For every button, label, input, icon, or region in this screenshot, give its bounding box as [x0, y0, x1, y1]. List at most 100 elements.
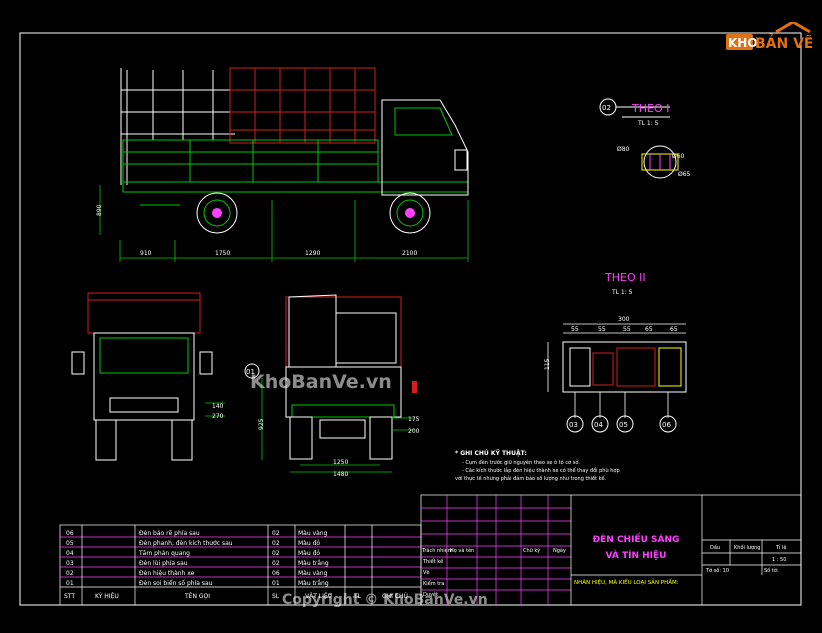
detail2-dim-300: 300	[618, 316, 630, 323]
row-stt: 04	[66, 550, 74, 557]
detail1-dim-65: Ø65	[678, 171, 691, 178]
header-scale: TL	[353, 593, 362, 600]
detail1-dim-80: Ø80	[617, 146, 630, 153]
rear-callout-01: 01	[246, 368, 255, 376]
scale-value: 1 : 50	[772, 557, 786, 563]
front-dim-140: 140	[212, 403, 224, 410]
parts-table	[59, 524, 422, 606]
row-stt: 05	[66, 540, 74, 547]
rear-dim-175: 175	[408, 416, 420, 423]
theo2-scale: TL 1: 5	[611, 289, 633, 296]
header-material: VẬT LIỆU	[305, 592, 332, 600]
mark-header: Dấu	[710, 544, 720, 551]
row-stt: 01	[66, 580, 74, 587]
row-qty: 02	[272, 560, 280, 567]
detail2-dim-65a: 65	[645, 326, 653, 333]
detail1-dim-60: Ø60	[672, 153, 685, 160]
row-stt: 06	[66, 530, 74, 537]
row-material: Màu đỏ	[298, 540, 320, 547]
row-qty: 02	[272, 530, 280, 537]
detail2-callout-04: 04	[594, 421, 603, 429]
parts-table-header: STT KÝ HIỆU TÊN GỌI SL VẬT LIỆU TL GHI C…	[64, 592, 408, 600]
row-qty: 01	[272, 580, 280, 587]
sheet-count: Số tờ:	[764, 567, 779, 574]
khobanve-logo: KHO BẢN VẼ	[726, 22, 812, 52]
notes-line-2: - Các kích thước lắp đèn hiệu thành xe c…	[462, 467, 620, 474]
detail2-callout-05: 05	[619, 421, 628, 429]
drawing-border	[19, 32, 802, 606]
detail2-dim-115: 115	[544, 358, 551, 370]
side-dim-890: 890	[96, 204, 103, 216]
side-dim-2100: 2100	[402, 250, 417, 257]
detail2-dim-55b: 55	[598, 326, 606, 333]
row-name: Đèn hiệu thành xe	[139, 570, 195, 577]
row-qty: 02	[272, 540, 280, 547]
detail2-callout-06: 06	[662, 421, 671, 429]
logo-banve-text: BẢN VẼ	[755, 33, 812, 52]
row-name: Đèn phanh, đèn kích thước sau	[139, 540, 233, 547]
sign-header: Chữ ký	[523, 547, 540, 554]
row-qty: 06	[272, 570, 280, 577]
truck-front-view	[71, 292, 225, 461]
row-material: Màu trắng	[298, 560, 329, 567]
detail2-dim-55a: 55	[571, 326, 579, 333]
row-name: Đèn lùi phía sau	[139, 560, 188, 567]
header-name: TÊN GỌI	[184, 592, 210, 600]
logo-kho-text: KHO	[728, 36, 758, 50]
row-material: Màu vàng	[298, 530, 328, 537]
truck-rear-view	[244, 294, 417, 473]
parts-rows: 06 Đèn báo rẽ phía sau 02 Màu vàng 05 Đè…	[66, 530, 329, 587]
header-qty: SL	[272, 593, 280, 600]
role-draw: Vẽ	[423, 570, 430, 576]
header-symbol: KÝ HIỆU	[95, 592, 119, 600]
detail-theo-1	[599, 98, 679, 179]
row-qty: 02	[272, 550, 280, 557]
title-line-2: VÀ TÍN HIỆU	[606, 549, 667, 561]
watermark-center: KhoBanVe.vn	[250, 371, 392, 393]
row-stt: 02	[66, 570, 74, 577]
side-dim-1750: 1750	[215, 250, 230, 257]
theo2-title: THEO II	[604, 271, 646, 284]
role-approve: Duyệt	[423, 591, 438, 598]
rear-dim-1480: 1480	[333, 471, 348, 478]
rear-dim-200: 200	[408, 428, 420, 435]
watermark-footer: Copyright © KhoBanVe.vn	[282, 592, 488, 608]
truck-side-view	[99, 67, 469, 262]
scale-header: Tỉ lệ	[775, 544, 787, 551]
theo1-title: THEO I	[631, 102, 669, 115]
role-header: Trách nhiệm	[421, 547, 453, 554]
notes-line-3: với thực tế nhưng phải đảm bảo số lượng …	[455, 475, 607, 482]
weight-header: Khối lượng	[734, 544, 760, 551]
theo1-number: 02	[602, 104, 611, 112]
row-material: Màu trắng	[298, 580, 329, 587]
role-check: Kiểm tra	[423, 580, 444, 587]
detail2-dim-65b: 65	[670, 326, 678, 333]
theo1-scale: TL 1: 5	[637, 120, 659, 127]
title-line-1: ĐÈN CHIẾU SÁNG	[593, 532, 680, 545]
role-design: Thiết kế	[422, 558, 444, 565]
notes-line-1: - Cụm đèn trước giữ nguyên theo xe ô tô …	[462, 459, 580, 466]
front-dim-270: 270	[212, 413, 224, 420]
row-name: Tấm phản quang	[138, 550, 190, 557]
side-dim-1290: 1290	[305, 250, 320, 257]
detail2-dim-55c: 55	[623, 326, 631, 333]
notes-title: * GHI CHÚ KỸ THUẬT:	[455, 450, 527, 457]
title-block	[420, 494, 802, 606]
date-header: Ngày	[553, 547, 566, 554]
rear-dim-925: 925	[258, 418, 265, 430]
row-name: Đèn báo rẽ phía sau	[139, 530, 200, 537]
name-header: Họ và tên	[450, 547, 474, 554]
row-stt: 03	[66, 560, 74, 567]
detail2-callout-03: 03	[569, 421, 578, 429]
row-material: Màu đỏ	[298, 550, 320, 557]
header-notes: GHI CHÚ	[382, 593, 408, 600]
side-dim-910: 910	[140, 250, 152, 257]
row-name: Đèn soi biển số phía sau	[139, 580, 213, 587]
sheet-number: Tờ số: 10	[705, 567, 729, 574]
rear-dim-1250: 1250	[333, 459, 348, 466]
header-stt: STT	[64, 593, 75, 600]
row-material: Màu vàng	[298, 570, 328, 577]
product-subtitle: NHÃN HIỆU, MÃ KIỂU LOẠI SẢN PHẨM:	[574, 578, 679, 586]
detail-theo-2	[547, 323, 687, 433]
